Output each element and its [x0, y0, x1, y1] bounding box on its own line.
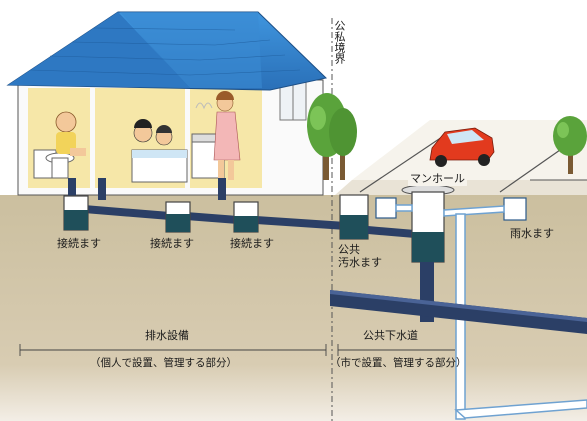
public-sewer-note-label: （市で設置、管理する部分） — [330, 357, 467, 369]
connection-box-1-label: 接続ます — [57, 237, 101, 250]
tree-right — [553, 116, 587, 174]
road-edge — [335, 180, 587, 195]
toilet-scene — [33, 111, 86, 179]
boundary-label: 公私境界 — [333, 20, 346, 64]
bath-scene — [131, 119, 188, 183]
manhole-label: マンホール — [408, 172, 467, 186]
connection-box-3-label: 接続ます — [230, 237, 274, 250]
manhole-structure — [401, 184, 455, 322]
car — [429, 127, 495, 167]
extent-brackets — [19, 344, 455, 356]
connection-box-3 — [233, 201, 259, 233]
drainage-facilities-label: 排水設備 — [145, 329, 189, 342]
tree-left — [307, 93, 357, 180]
drainage-note-label: （個人で設置、管理する部分） — [90, 357, 237, 369]
rainwater-box-label: 雨水ます — [510, 227, 554, 240]
public-sewage-box — [339, 194, 369, 240]
public-sewage-box-label: 公共 汚水ます — [338, 243, 382, 269]
rainwater-box-left — [375, 197, 397, 219]
curb-line-left — [359, 134, 446, 193]
connection-box-2-label: 接続ます — [150, 237, 194, 250]
rainwater-box-right — [503, 197, 527, 221]
kitchen-scene — [191, 91, 241, 180]
connection-box-2 — [165, 201, 191, 233]
curb-line-right — [499, 149, 561, 193]
lateral-pipe — [368, 226, 415, 238]
connection-box-1 — [63, 195, 89, 231]
drain-pipes — [68, 178, 346, 230]
public-sewer-label: 公共下水道 — [363, 329, 418, 342]
